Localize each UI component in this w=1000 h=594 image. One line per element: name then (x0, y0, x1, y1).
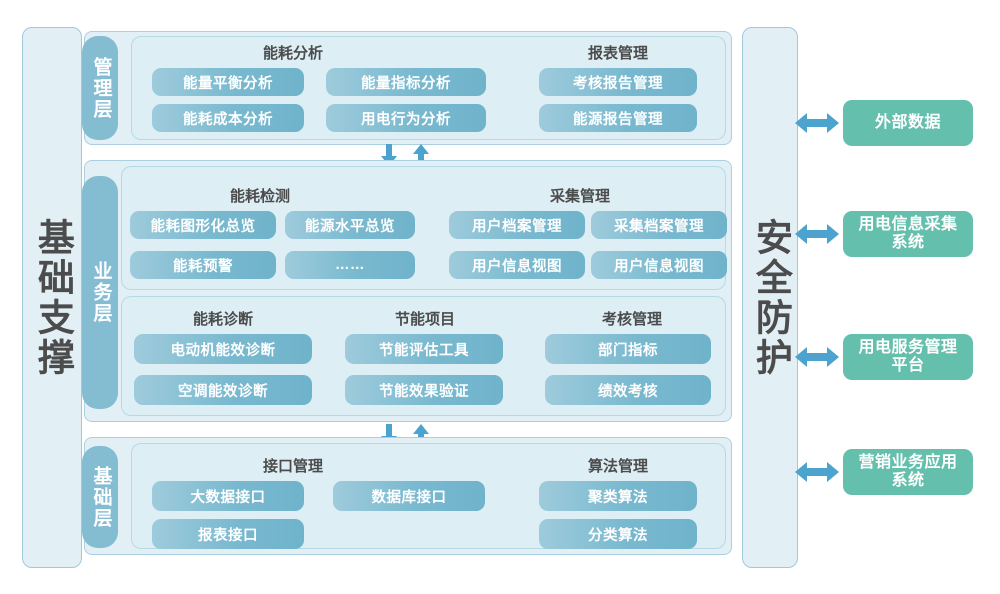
external-box-marketing-system[interactable]: 营销业务应用 系统 (843, 449, 973, 495)
pill-collection-archive-management[interactable]: 采集档案管理 (591, 211, 727, 239)
pill-user-info-view-left[interactable]: 用户信息视图 (449, 251, 585, 279)
layer-tab-base-label: 基础层 (90, 465, 112, 529)
section-title-energy-diagnosis: 能耗诊断 (192, 311, 253, 328)
pill-energy-cost-analysis[interactable]: 能耗成本分析 (152, 104, 304, 132)
external-box-service-platform-line2: 平台 (891, 357, 925, 374)
pill-user-archive-management[interactable]: 用户档案管理 (449, 211, 585, 239)
right-security-column-label: 安全防护 (750, 217, 792, 378)
pill-department-index[interactable]: 部门指标 (545, 334, 711, 364)
external-box-marketing-system-line1: 营销业务应用 (858, 453, 958, 471)
pill-energy-saving-assessment-tool[interactable]: 节能评估工具 (345, 334, 503, 364)
pill-motor-efficiency-diagnosis[interactable]: 电动机能效诊断 (134, 334, 312, 364)
pill-performance-assessment[interactable]: 绩效考核 (545, 375, 711, 405)
arrow-up-business-to-management-icon (413, 144, 429, 166)
section-title-energy-saving-project: 节能项目 (394, 311, 455, 328)
external-box-metering-system-line2: 系统 (891, 234, 925, 251)
external-box-service-platform-line1: 用电服务管理 (858, 338, 958, 356)
pill-energy-index-analysis[interactable]: 能量指标分析 (326, 68, 486, 96)
pill-database-interface[interactable]: 数据库接口 (333, 481, 485, 511)
external-box-service-platform[interactable]: 用电服务管理 平台 (843, 334, 973, 380)
pill-report-interface[interactable]: 报表接口 (152, 519, 304, 549)
pill-clustering-algorithm[interactable]: 聚类算法 (539, 481, 697, 511)
pill-classification-algorithm[interactable]: 分类算法 (539, 519, 697, 549)
section-title-collection-management: 采集管理 (549, 188, 610, 205)
right-security-column: 安全防护 (742, 27, 798, 568)
pill-energy-saving-effect-verification[interactable]: 节能效果验证 (345, 375, 503, 405)
section-title-energy-detection: 能耗检测 (229, 188, 290, 205)
pill-energy-report-management[interactable]: 能源报告管理 (539, 104, 697, 132)
pill-assessment-report-management[interactable]: 考核报告管理 (539, 68, 697, 96)
pill-energy-more[interactable]: …… (285, 251, 415, 279)
external-box-marketing-system-line2: 系统 (891, 472, 925, 489)
pill-energy-level-overview[interactable]: 能源水平总览 (285, 211, 415, 239)
layer-tab-base[interactable]: 基础层 (82, 446, 118, 548)
arrow-bidirectional-metering-system-icon (795, 224, 839, 244)
arrow-bidirectional-service-platform-icon (795, 347, 839, 367)
left-support-column: 基础支撑 (22, 27, 82, 568)
layer-tab-management-label: 管理层 (90, 56, 112, 120)
pill-big-data-interface[interactable]: 大数据接口 (152, 481, 304, 511)
layer-tab-business[interactable]: 业务层 (82, 176, 118, 409)
section-title-assessment-management: 考核管理 (601, 311, 662, 328)
external-box-external-data-line1: 外部数据 (874, 113, 941, 131)
pill-hvac-efficiency-diagnosis[interactable]: 空调能效诊断 (134, 375, 312, 405)
section-title-report-management: 报表管理 (587, 45, 648, 62)
pill-electricity-behavior-analysis[interactable]: 用电行为分析 (326, 104, 486, 132)
external-box-metering-system-line1: 用电信息采集 (858, 215, 958, 233)
arrow-up-base-to-business-icon (413, 424, 429, 446)
layer-tab-business-label: 业务层 (90, 261, 112, 324)
section-title-interface-management: 接口管理 (262, 458, 323, 475)
pill-energy-balance-analysis[interactable]: 能量平衡分析 (152, 68, 304, 96)
layer-tab-management[interactable]: 管理层 (82, 36, 118, 140)
section-title-energy-analysis: 能耗分析 (262, 45, 323, 62)
external-box-external-data[interactable]: 外部数据 (843, 100, 973, 146)
arrow-bidirectional-external-data-icon (795, 113, 839, 133)
pill-user-info-view-right[interactable]: 用户信息视图 (591, 251, 727, 279)
section-title-algorithm-management: 算法管理 (587, 458, 648, 475)
arrow-bidirectional-marketing-system-icon (795, 462, 839, 482)
pill-energy-graphical-overview[interactable]: 能耗图形化总览 (130, 211, 276, 239)
left-support-column-label: 基础支撑 (32, 217, 74, 378)
external-box-metering-system[interactable]: 用电信息采集 系统 (843, 211, 973, 257)
pill-energy-alert[interactable]: 能耗预警 (130, 251, 276, 279)
